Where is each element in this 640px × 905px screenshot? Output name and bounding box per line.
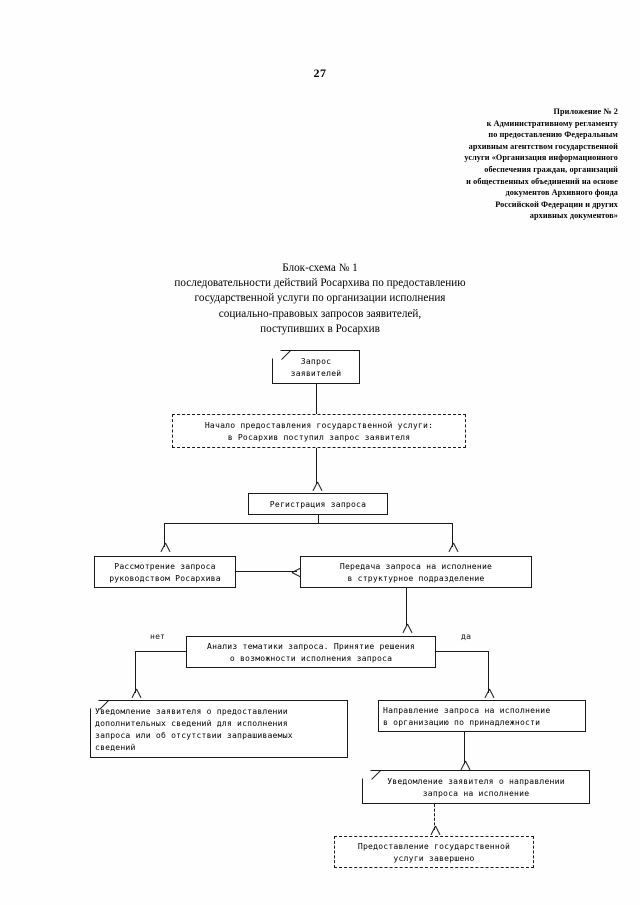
flow-node-line: Предоставление государственной [357,841,511,851]
appendix-line: услуги «Организация информационного [464,153,618,163]
flow-node-line: сведений [95,742,136,752]
flow-node-forward-to-organization: Направление запроса на исполнение в орга… [378,700,586,732]
flow-node-line: в структурное подразделение [347,573,485,583]
branch-label-yes: да [461,631,472,641]
flow-node-line: дополнительных сведений для исполнения [95,718,288,728]
arrow-n3-n5 [447,543,458,551]
appendix-line: документов Архивного фонда [505,188,618,198]
diagram-title-line: социально-правовых запросов заявителей, [218,307,422,320]
flow-node-line: Регистрация запроса [269,499,367,509]
flow-node-line: Рассмотрение запроса [114,561,216,571]
flow-node-line: Начало предоставления государственной ус… [204,420,434,430]
appendix-line: к Административному регламенту [486,118,618,128]
arrow-n8-n9 [459,761,470,769]
diagram-title: Блок-схема № 1 последовательности действ… [0,261,640,337]
edge-n3-n4 [164,523,165,547]
diagram-title-line: последовательности действий Росархива по… [174,277,466,290]
edge-n6-no-bar [135,651,186,652]
flow-node-service-start: Начало предоставления государственной ус… [172,414,466,448]
flow-node-analysis-decision: Анализ тематики запроса. Принятие решени… [186,636,436,668]
edge-n9-n10 [434,804,435,830]
appendix-line: архивным агентством государственной [468,141,618,151]
edge-n1-n2 [316,384,317,414]
flow-node-line: руководством Росархива [109,573,221,583]
edge-n5-n6 [406,588,407,626]
appendix-line: архивных документов» [529,211,618,221]
arrow-n4-n5 [292,566,300,577]
appendix-line: по предоставлению Федеральным [488,130,618,140]
flow-node-line: заявителей [290,368,342,378]
flow-node-line: Уведомление заявителя о направлении [387,776,565,786]
arrow-n9-n10 [429,826,440,834]
page-number: 27 [313,66,327,80]
flow-node-line: услуги завершено [393,853,475,863]
flow-node-line: в Росархив поступил запрос заявителя [227,432,411,442]
flow-node-line: запроса на исполнение [422,788,530,798]
edge-n3-split-stem [318,515,319,524]
flow-node-line: в организацию по принадлежности [383,717,541,727]
diagram-title-line: государственной услуги по организации ис… [194,292,446,305]
flow-node-line: Уведомление заявителя о предоставлении [95,706,288,716]
edge-n2-n3 [316,448,317,484]
flow-node-line: о возможности исполнения запроса [229,653,393,663]
appendix-line: и общественных объединений на основе [466,176,618,186]
arrow-n6-n7 [130,689,141,697]
edge-n6-yes-bar [436,651,488,652]
diagram-title-line: поступивших в Росархив [260,322,380,335]
appendix-header: Приложение № 2 к Административному регла… [348,106,618,222]
arrow-n2-n3 [311,482,322,490]
arrow-n5-n6 [401,624,412,632]
arrow-n3-n4 [159,543,170,551]
flow-node-notify-additional-info: Уведомление заявителя о предоставлении д… [90,700,348,758]
arrow-n6-n8 [483,689,494,697]
flow-node-line: запроса или об отсутствии запрашиваемых [95,730,293,740]
branch-label-no: нет [150,631,166,641]
flow-node-transfer-to-unit: Передача запроса на исполнение в структу… [300,556,532,588]
flow-node-line: Анализ тематики запроса. Принятие решени… [207,641,415,651]
flow-node-line: Запрос [300,356,332,366]
flow-node-notify-forwarding: Уведомление заявителя о направлении запр… [362,770,590,804]
edge-n6-n7 [135,651,136,693]
edge-n6-n8 [488,651,489,693]
flow-node-service-complete: Предоставление государственной услуги за… [334,836,534,868]
flow-node-line: Направление запроса на исполнение [383,705,551,715]
flow-node-management-review: Рассмотрение запроса руководством Росарх… [94,556,236,588]
flow-node-request: Запрос заявителей [272,350,360,384]
appendix-line: Приложение № 2 [553,107,618,116]
edge-n8-n9 [464,732,465,764]
appendix-line: Российской Федерации и других [495,199,618,209]
flow-node-line: Передача запроса на исполнение [339,561,493,571]
edge-n3-split-bar [164,523,452,524]
edge-n4-n5 [236,571,297,572]
diagram-title-line: Блок-схема № 1 [282,262,358,274]
edge-n3-n5 [452,523,453,547]
appendix-line: обеспечения граждан, организаций [484,164,618,174]
flow-node-registration: Регистрация запроса [248,493,388,515]
